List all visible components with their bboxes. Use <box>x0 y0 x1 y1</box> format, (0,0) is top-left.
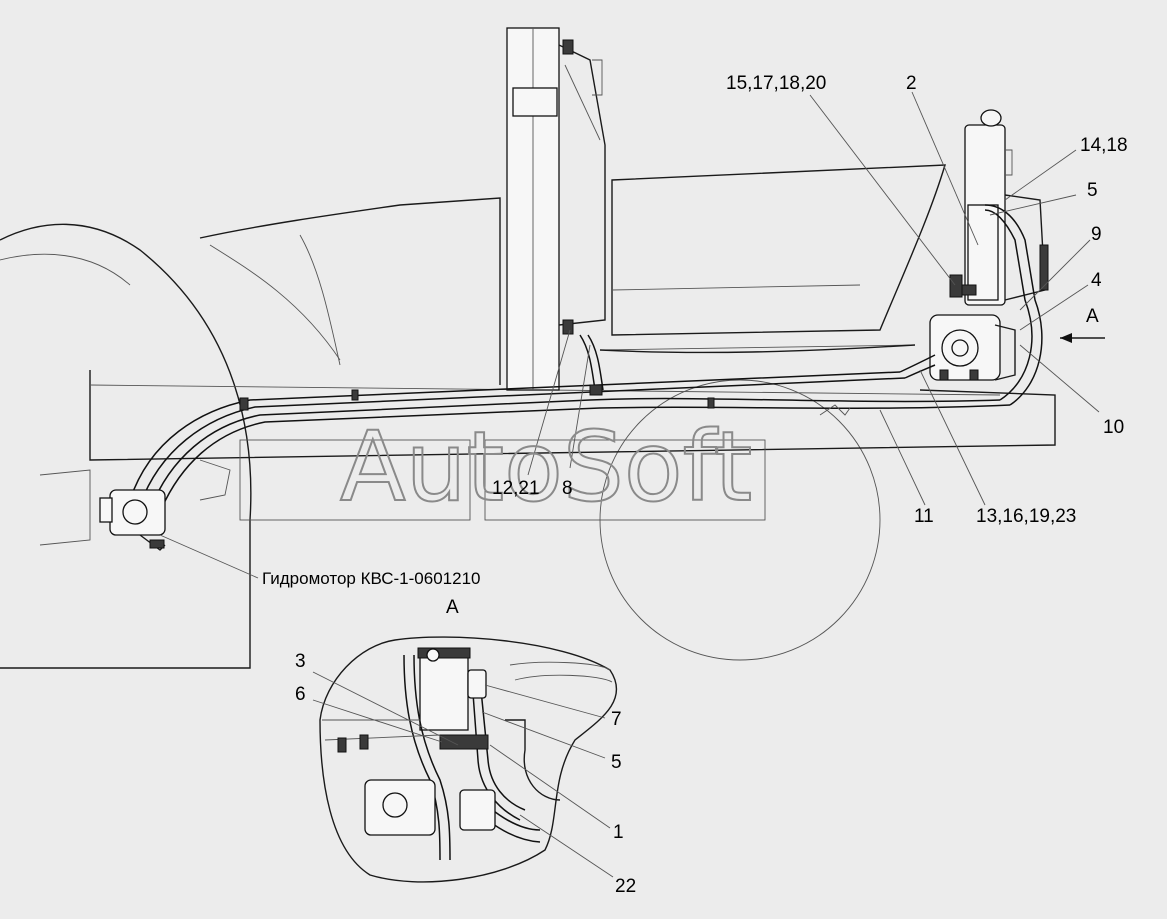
callout-3: 3 <box>295 651 306 672</box>
watermark-text: AutoSoft <box>340 411 752 523</box>
hydraulic-motor <box>99 489 166 551</box>
callout-12-21: 12,21 <box>492 478 540 499</box>
callout-view-a-arrow: A <box>1086 306 1099 327</box>
wheel-arch-outline <box>0 223 252 669</box>
hydraulic-tank <box>964 109 1049 306</box>
callout-10: 10 <box>1103 417 1124 438</box>
callout-15-17-18-20: 15,17,18,20 <box>726 73 826 94</box>
callout-hydraulic-motor: Гидромотор КВС-1-0601210 <box>262 569 481 588</box>
cab-body-outline <box>199 164 946 385</box>
callout-13-16-19-23: 13,16,19,23 <box>976 506 1076 527</box>
callout-4: 4 <box>1091 270 1102 291</box>
callout-7: 7 <box>611 709 622 730</box>
hydraulic-pump <box>929 314 1016 381</box>
callout-1: 1 <box>613 822 624 843</box>
radiator-column <box>506 27 606 391</box>
view-a-title: А <box>446 597 459 618</box>
callout-9: 9 <box>1091 224 1102 245</box>
callout-8: 8 <box>562 478 573 499</box>
leader-lines-inset <box>312 671 614 878</box>
callout-14-18: 14,18 <box>1080 135 1128 156</box>
frame-rail <box>39 370 1056 546</box>
callout-6: 6 <box>295 684 306 705</box>
callout-5-main: 5 <box>1087 180 1098 201</box>
leader-lines-main <box>159 91 1105 579</box>
valve-fitting <box>949 274 977 298</box>
callout-11: 11 <box>914 506 934 527</box>
callout-5-inset: 5 <box>611 752 622 773</box>
callout-22: 22 <box>615 876 636 897</box>
callout-2: 2 <box>906 73 917 94</box>
hose-clamps <box>239 384 715 411</box>
inset-view-a <box>319 636 618 883</box>
